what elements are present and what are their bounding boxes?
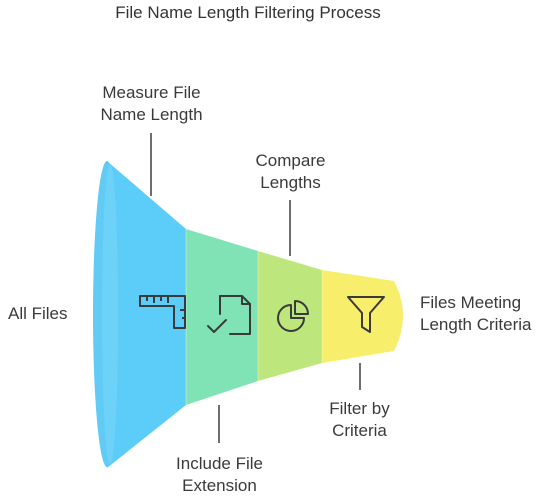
diagram-title: File Name Length Filtering Process [115,3,381,22]
ruler-icon [139,295,186,329]
file-check-icon [207,295,251,335]
input-label-all-files: All Files [8,304,68,323]
pie-chart-icon [277,300,309,332]
stage-label-include-file-extension: Include File Extension [176,454,263,495]
stage-label-measure-file-name-length: Measure File Name Length [100,83,203,124]
segment-include-file-extension [186,161,258,468]
stage-label-filter-by-criteria: Filter by Criteria [329,399,390,440]
connector-lines [150,133,361,443]
funnel-icon [347,296,385,333]
stage-label-compare-lengths: Compare Lengths [255,151,326,192]
output-label-files-meeting-length-criteria: Files Meeting Length Criteria [420,293,532,334]
